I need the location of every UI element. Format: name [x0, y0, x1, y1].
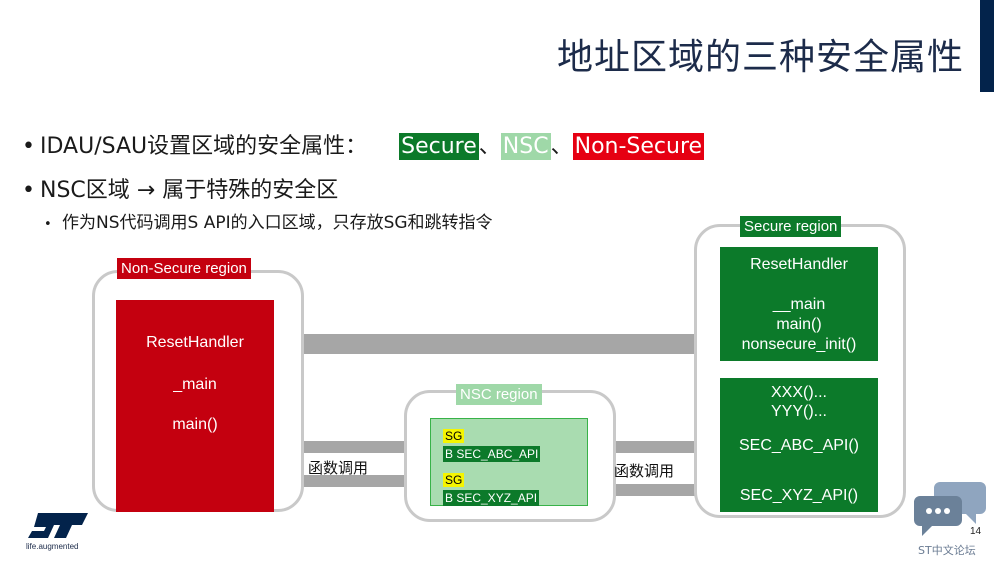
- s-nonsecure-init: nonsecure_init(): [741, 336, 857, 353]
- call-arrow-ns-to-nsc-2: [266, 468, 436, 494]
- chat-bubble-icon: [914, 482, 986, 536]
- branch-instruction: B SEC_XYZ_API: [443, 490, 540, 506]
- sg-instruction: SG: [443, 429, 465, 443]
- tag-non-secure: Non-Secure: [572, 133, 705, 160]
- s-reset-handler: ResetHandler: [750, 256, 848, 273]
- call-arrow-nsc-to-s-1: [580, 434, 740, 460]
- nsc-entry-abc: SG B SEC_ABC_API: [443, 427, 541, 463]
- s-main-function: main(): [776, 316, 822, 333]
- secure-reset-box: ResetHandler __main main() nonsecure_ini…: [720, 247, 878, 361]
- ns-main-entry: _main: [173, 376, 217, 393]
- ns-reset-handler: ResetHandler: [146, 334, 244, 351]
- call-label-left: 函数调用: [308, 459, 369, 477]
- call-arrow-ns-to-nsc-1: [266, 434, 436, 460]
- s-sec-abc-api: SEC_ABC_API(): [738, 437, 860, 454]
- secure-region-label: Secure region: [740, 216, 842, 237]
- page-number: 14: [970, 526, 982, 537]
- secure-api-box: XXX()... YYY()... SEC_ABC_API() SEC_XYZ_…: [720, 378, 878, 512]
- sub-bullet-dot: •: [44, 217, 52, 232]
- s-yyy-function: YYY()...: [770, 403, 827, 420]
- tag-secure: Secure: [399, 133, 479, 160]
- tag-nsc: NSC: [500, 133, 551, 160]
- nsc-entry-xyz: SG B SEC_XYZ_API: [443, 471, 540, 507]
- bullet-text: NSC区域 → 属于特殊的安全区: [40, 178, 339, 203]
- call-arrow-nsc-to-s-2: [580, 477, 740, 503]
- s-sec-xyz-api: SEC_XYZ_API(): [739, 487, 859, 504]
- title-accent-bar: [980, 0, 994, 92]
- non-secure-region-label: Non-Secure region: [117, 258, 251, 279]
- reset-arrow: [268, 324, 728, 364]
- ns-main-function: main(): [172, 416, 218, 433]
- nsc-veneer-box: SG B SEC_ABC_API SG B SEC_XYZ_API: [430, 418, 588, 506]
- forum-name: ST中文论坛: [918, 544, 976, 557]
- non-secure-code-box: ResetHandler _main main(): [116, 300, 274, 512]
- separator: 、: [550, 134, 573, 159]
- bullet-nsc-region: •NSC区域 → 属于特殊的安全区: [22, 172, 338, 204]
- call-label-right: 函数调用: [614, 462, 675, 480]
- sub-bullet-text: 作为NS代码调用S API的入口区域，只存放SG和跳转指令: [62, 213, 493, 233]
- bullet-dot: •: [22, 134, 35, 159]
- bullet-text: IDAU/SAU设置区域的安全属性：: [40, 134, 368, 159]
- branch-instruction: B SEC_ABC_API: [443, 446, 541, 462]
- bullet-dot: •: [22, 178, 35, 203]
- bullet-security-attributes: •IDAU/SAU设置区域的安全属性： Secure、NSC、Non-Secur…: [22, 128, 705, 160]
- nsc-region-label: NSC region: [456, 384, 542, 405]
- logo-tagline: life.augmented: [26, 542, 79, 551]
- s-xxx-function: XXX()...: [770, 384, 827, 401]
- page-title: 地址区域的三种安全属性: [556, 37, 964, 78]
- sub-bullet-nsc-purpose: • 作为NS代码调用S API的入口区域，只存放SG和跳转指令: [44, 208, 493, 233]
- st-logo-icon: [28, 513, 88, 538]
- separator: 、: [478, 134, 501, 159]
- s-main-entry: __main: [772, 296, 826, 313]
- sg-instruction: SG: [443, 473, 465, 487]
